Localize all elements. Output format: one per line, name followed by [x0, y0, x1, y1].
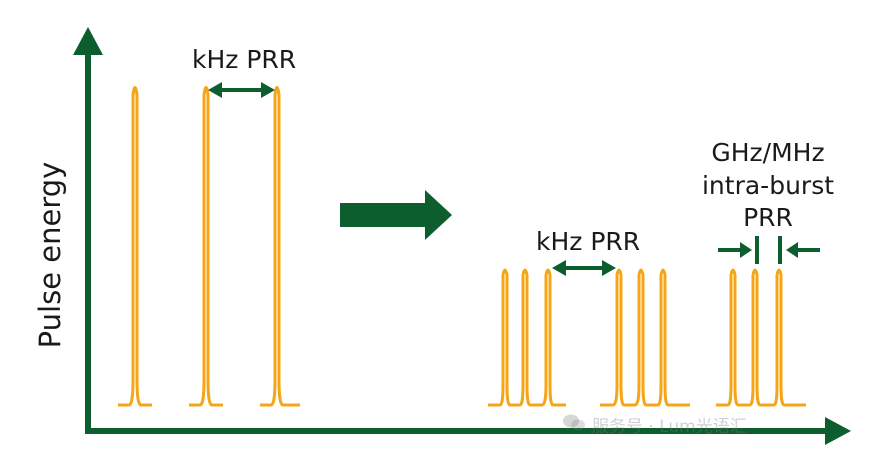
watermark-text: 服务号 · Lum光语汇 — [592, 417, 747, 437]
axes — [73, 27, 851, 445]
pulse — [118, 86, 152, 407]
pulse — [260, 86, 300, 407]
pulse — [488, 268, 566, 407]
right-prr-arrow — [552, 260, 616, 276]
pulse — [716, 268, 806, 407]
burst-group-2 — [600, 268, 690, 407]
intra-burst-label-line-2: intra-burst — [701, 171, 835, 200]
pulse — [600, 268, 690, 407]
x-axis-arrowhead — [825, 417, 851, 445]
pulse — [189, 86, 223, 407]
left-prr-arrow — [208, 82, 275, 98]
transition-arrow — [340, 190, 452, 240]
intra-burst-arrows — [718, 236, 820, 264]
left-prr-label: kHz PRR — [192, 45, 297, 74]
burst-group-1 — [488, 268, 566, 407]
intra-burst-label-line-3: PRR — [743, 203, 793, 232]
burst-group-3 — [716, 268, 806, 407]
single-pulse-train — [118, 86, 300, 407]
y-axis-arrowhead — [73, 27, 103, 55]
y-axis-label: Pulse energy — [33, 161, 67, 349]
wechat-icon — [563, 414, 585, 431]
intra-burst-label-line-1: GHz/MHz — [711, 138, 825, 167]
right-prr-label: kHz PRR — [536, 227, 641, 256]
